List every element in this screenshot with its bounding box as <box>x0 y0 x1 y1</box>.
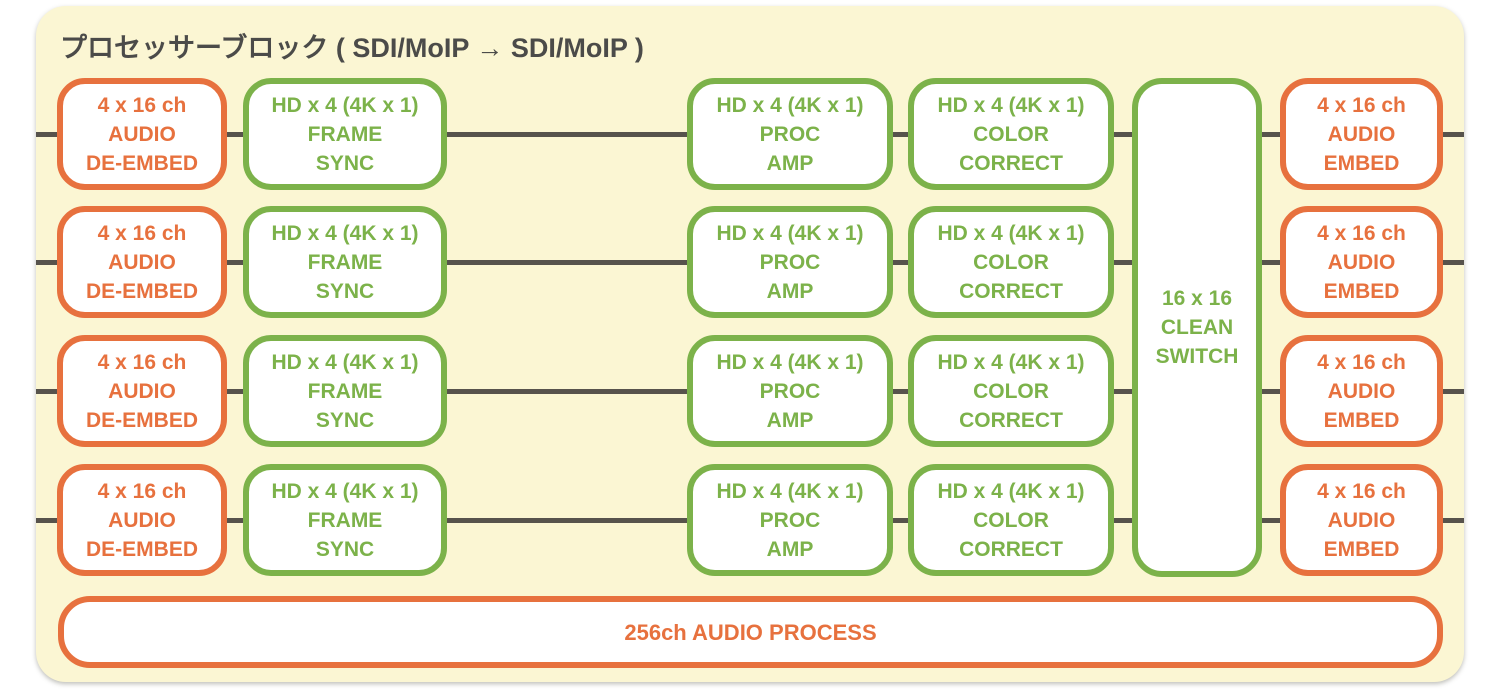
block-label: HD x 4 (4K x 1) <box>271 479 419 503</box>
block-label: AUDIO <box>1327 508 1396 532</box>
block-label: CLEAN <box>1160 316 1234 339</box>
block-proc-amp: HD x 4 (4K x 1) PROC AMP <box>687 335 893 447</box>
block-audio-de-embed: 4 x 16 ch AUDIO DE-EMBED <box>57 206 227 318</box>
block-label: AUDIO <box>1327 122 1396 146</box>
block-proc-amp: HD x 4 (4K x 1) PROC AMP <box>687 78 893 190</box>
block-label: HD x 4 (4K x 1) <box>937 93 1085 117</box>
block-audio-de-embed: 4 x 16 ch AUDIO DE-EMBED <box>57 78 227 190</box>
block-label: HD x 4 (4K x 1) <box>937 221 1085 245</box>
block-audio-embed: 4 x 16 ch AUDIO EMBED <box>1280 464 1443 576</box>
block-label: SYNC <box>315 408 375 432</box>
block-label: COLOR <box>973 122 1049 146</box>
block-frame-sync: HD x 4 (4K x 1) FRAME SYNC <box>243 335 447 447</box>
block-label: PROC <box>759 379 821 403</box>
block-label: SYNC <box>315 279 375 303</box>
block-label: 4 x 16 ch <box>1317 93 1406 117</box>
block-audio-embed: 4 x 16 ch AUDIO EMBED <box>1280 335 1443 447</box>
block-label: COLOR <box>973 379 1049 403</box>
block-label: 4 x 16 ch <box>97 93 187 117</box>
block-label: 16 x 16 <box>1161 287 1233 310</box>
block-label: 256ch AUDIO PROCESS <box>624 619 877 645</box>
block-label: AMP <box>766 279 814 303</box>
block-label: AMP <box>766 151 814 175</box>
block-label: EMBED <box>1323 279 1400 303</box>
block-label: AUDIO <box>108 250 176 274</box>
block-label: HD x 4 (4K x 1) <box>716 350 864 374</box>
block-label: 4 x 16 ch <box>97 479 187 503</box>
block-label: EMBED <box>1323 537 1400 561</box>
block-audio-process: 256ch AUDIO PROCESS <box>58 596 1443 668</box>
block-label: 4 x 16 ch <box>97 221 187 245</box>
block-label: HD x 4 (4K x 1) <box>937 350 1085 374</box>
block-label: AUDIO <box>1327 250 1396 274</box>
block-label: DE-EMBED <box>85 279 198 303</box>
block-label: SYNC <box>315 151 375 175</box>
block-label: FRAME <box>307 122 383 146</box>
block-frame-sync: HD x 4 (4K x 1) FRAME SYNC <box>243 78 447 190</box>
block-frame-sync: HD x 4 (4K x 1) FRAME SYNC <box>243 464 447 576</box>
block-label: HD x 4 (4K x 1) <box>716 221 864 245</box>
block-label: AUDIO <box>108 379 176 403</box>
block-label: COLOR <box>973 508 1049 532</box>
block-color-correct: HD x 4 (4K x 1) COLOR CORRECT <box>908 464 1114 576</box>
block-label: EMBED <box>1323 151 1400 175</box>
block-color-correct: HD x 4 (4K x 1) COLOR CORRECT <box>908 335 1114 447</box>
block-label: AUDIO <box>108 508 176 532</box>
block-label: AUDIO <box>108 122 176 146</box>
block-label: 4 x 16 ch <box>1317 479 1406 503</box>
block-label: 4 x 16 ch <box>97 350 187 374</box>
block-label: FRAME <box>307 250 383 274</box>
block-label: HD x 4 (4K x 1) <box>271 350 419 374</box>
block-label: PROC <box>759 250 821 274</box>
block-label: EMBED <box>1323 408 1400 432</box>
block-label: AMP <box>766 537 814 561</box>
block-label: CORRECT <box>959 151 1063 175</box>
block-label: DE-EMBED <box>85 151 198 175</box>
block-color-correct: HD x 4 (4K x 1) COLOR CORRECT <box>908 78 1114 190</box>
block-label: FRAME <box>307 379 383 403</box>
block-clean-switch: 16 x 16 CLEAN SWITCH <box>1132 78 1262 577</box>
block-label: 4 x 16 ch <box>1317 350 1406 374</box>
block-proc-amp: HD x 4 (4K x 1) PROC AMP <box>687 206 893 318</box>
block-label: DE-EMBED <box>85 537 198 561</box>
processor-block-panel: プロセッサーブロック ( SDI/MoIP → SDI/MoIP ) 16 x … <box>36 6 1464 682</box>
block-frame-sync: HD x 4 (4K x 1) FRAME SYNC <box>243 206 447 318</box>
block-label: CORRECT <box>959 537 1063 561</box>
block-audio-de-embed: 4 x 16 ch AUDIO DE-EMBED <box>57 335 227 447</box>
block-label: COLOR <box>973 250 1049 274</box>
block-audio-embed: 4 x 16 ch AUDIO EMBED <box>1280 206 1443 318</box>
block-label: HD x 4 (4K x 1) <box>271 221 419 245</box>
block-label: DE-EMBED <box>85 408 198 432</box>
block-label: SYNC <box>315 537 375 561</box>
block-label: AUDIO <box>1327 379 1396 403</box>
block-label: 4 x 16 ch <box>1317 221 1406 245</box>
block-label: SWITCH <box>1155 345 1239 368</box>
block-label: HD x 4 (4K x 1) <box>937 479 1085 503</box>
block-label: PROC <box>759 508 821 532</box>
block-label: PROC <box>759 122 821 146</box>
block-color-correct: HD x 4 (4K x 1) COLOR CORRECT <box>908 206 1114 318</box>
block-proc-amp: HD x 4 (4K x 1) PROC AMP <box>687 464 893 576</box>
block-label: HD x 4 (4K x 1) <box>271 93 419 117</box>
page-title: プロセッサーブロック ( SDI/MoIP → SDI/MoIP ) <box>60 33 644 63</box>
block-label: CORRECT <box>959 408 1063 432</box>
block-label: FRAME <box>307 508 383 532</box>
block-label: AMP <box>766 408 814 432</box>
block-label: HD x 4 (4K x 1) <box>716 479 864 503</box>
block-audio-de-embed: 4 x 16 ch AUDIO DE-EMBED <box>57 464 227 576</box>
block-label: CORRECT <box>959 279 1063 303</box>
block-label: HD x 4 (4K x 1) <box>716 93 864 117</box>
block-audio-embed: 4 x 16 ch AUDIO EMBED <box>1280 78 1443 190</box>
